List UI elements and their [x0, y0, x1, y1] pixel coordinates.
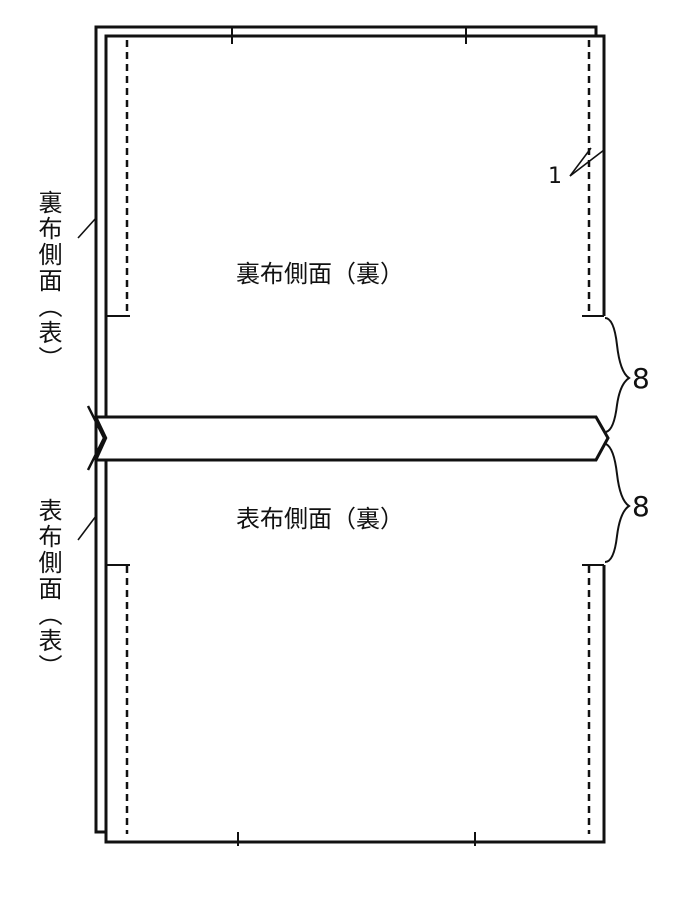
leader-line-left-lower — [77, 515, 97, 541]
leader-line-callout-1 — [569, 149, 605, 177]
left-lower-label: 表布側面（表） — [34, 498, 62, 680]
leader-line-callout-1 — [569, 147, 592, 177]
fold-edge-right — [594, 416, 610, 461]
upper-panel-outline — [104, 34, 606, 417]
lower-panel-label: 表布側面（裏） — [236, 505, 404, 533]
back-sheet-outline-bottom — [94, 460, 106, 834]
fold-edge-left — [86, 405, 108, 471]
leader-line-left-upper — [77, 217, 97, 239]
lower-panel-outline — [104, 460, 606, 844]
left-upper-label: 裏布側面（表） — [34, 190, 62, 372]
upper-panel-label: 裏布側面（裏） — [236, 260, 404, 288]
callout-1: 1 — [548, 164, 562, 189]
callout-8-bottom: 8 — [632, 490, 650, 523]
brace-callout-8-top — [604, 317, 631, 433]
folded-seam-strip — [94, 415, 610, 462]
brace-callout-8-bottom — [604, 443, 631, 563]
callout-8-top: 8 — [632, 362, 650, 395]
back-sheet-outline-top — [94, 25, 598, 417]
